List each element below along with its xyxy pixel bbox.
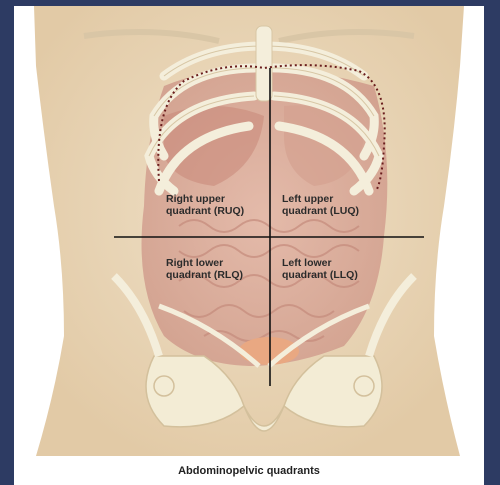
label-rlq-line2: quadrant (RLQ) <box>166 269 243 281</box>
label-llq: Left lower quadrant (LLQ) <box>282 257 358 281</box>
label-ruq-line2: quadrant (RUQ) <box>166 205 244 217</box>
label-rlq: Right lower quadrant (RLQ) <box>166 257 243 281</box>
figure-frame: Right upper quadrant (RUQ) Left upper qu… <box>14 6 484 485</box>
label-llq-line1: Left lower <box>282 257 358 269</box>
torso-illustration <box>14 6 484 456</box>
label-ruq-line1: Right upper <box>166 193 244 205</box>
label-luq: Left upper quadrant (LUQ) <box>282 193 359 217</box>
figure-caption: Abdominopelvic quadrants <box>14 465 484 477</box>
label-ruq: Right upper quadrant (RUQ) <box>166 193 244 217</box>
label-luq-line2: quadrant (LUQ) <box>282 205 359 217</box>
label-luq-line1: Left upper <box>282 193 359 205</box>
label-llq-line2: quadrant (LLQ) <box>282 269 358 281</box>
label-rlq-line1: Right lower <box>166 257 243 269</box>
